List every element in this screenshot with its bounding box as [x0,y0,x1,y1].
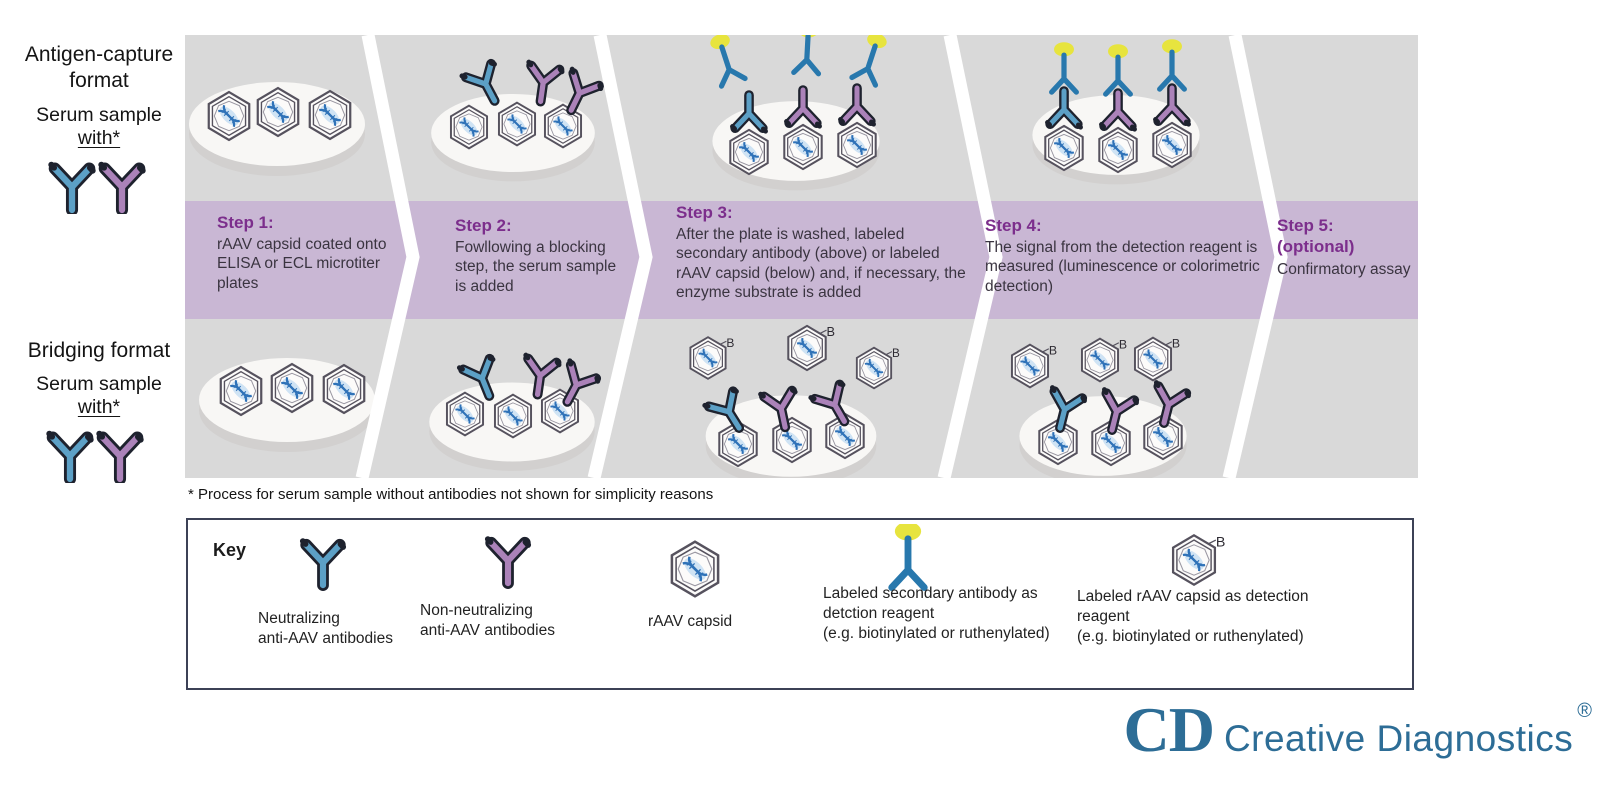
raav-capsid-icon [493,393,533,439]
chevron-separator [355,35,420,478]
antigen-step1-illustration [189,82,365,176]
bridging-format-title: Bridging format [27,339,171,362]
key-label-labeled-capsid: Labeled rAAV capsid as detection reagent… [1077,588,1309,645]
neutralizing-antibody-icon [51,164,92,209]
footnote: * Process for serum sample without antib… [188,486,714,503]
step-3-body: After the plate is washed, labeled secon… [676,226,966,301]
logo-name: Creative Diagnostics [1223,718,1574,759]
chevron-separator [1222,35,1288,478]
key-label-neutralizing: Neutralizing anti-AAV antibodies [258,610,393,647]
raav-capsid-icon [445,391,485,437]
chevron-separator [587,35,653,478]
step-2-text: Step 2: Fowllowing a blocking step, the … [455,215,631,296]
raav-capsid-icon [729,128,769,176]
bridging-serum-sample-label: Serum sample [36,373,162,396]
step-1-text: Step 1: rAAV capsid coated onto ELISA or… [217,212,409,293]
key-label-detection-antibody: Labeled secondary antibody as detction r… [823,585,1050,642]
bridging-with-asterisk-label: with* [77,396,121,419]
bridging-step1-illustration [199,358,375,452]
neutralizing-antibody-icon [293,531,353,597]
step-4-text: Step 4: The signal from the detection re… [985,215,1285,296]
chevron-separator [937,35,1003,478]
neutralizing-antibody-icon [49,434,90,479]
steps-band-background [185,201,1418,319]
antigen-format-title: Antigen-capture format [24,43,174,93]
step-3-heading: Step 3: [676,203,733,222]
raav-capsid-icon [219,365,263,417]
raav-capsid-icon [772,416,812,464]
raav-capsid-icon [1044,124,1084,172]
step-4-body: The signal from the detection reagent is… [985,239,1260,295]
process-band [185,35,1418,478]
chevron-separators [355,35,1288,478]
key-label-non-neutralizing: Non-neutralizing anti-AAV antibodies [420,602,555,639]
step-5-text: Step 5: (optional) Confirmatory assay [1277,215,1412,279]
step-5-subheading: (optional) [1277,237,1355,257]
step-4-heading: Step 4: [985,216,1042,235]
raav-capsid-icon [497,101,537,147]
labeled-capsid-icon [1162,522,1234,594]
non-neutralizing-antibody-icon [478,529,538,595]
logo-monogram: CD [1123,694,1215,765]
antigen-serum-antibody-pair [33,152,163,214]
antigen-format-block: Antigen-capture format Serum sample with… [3,42,195,214]
raav-capsid-icon [322,363,366,415]
step-5-body: Confirmatory assay [1277,260,1411,278]
step-1-heading: Step 1: [217,213,274,232]
non-neutralizing-antibody-icon [101,164,142,209]
antigen-serum-sample-label: Serum sample [36,103,162,126]
step-3-text: Step 3: After the plate is washed, label… [676,202,970,302]
raav-capsid-icon [670,540,720,598]
creative-diagnostics-logo: CD Creative Diagnostics ® [1100,694,1593,783]
raav-capsid-icon [837,121,877,169]
raav-capsid-icon [1098,126,1138,174]
step-2-body: Fowllowing a blocking step, the serum sa… [455,239,617,295]
non-neutralizing-antibody-icon [99,434,140,479]
raav-capsid-icon [449,104,489,150]
raav-capsid-icon [207,90,251,142]
bridging-format-block: Bridging format Serum sample with* [3,338,195,483]
step-5-heading: Step 5: [1277,216,1334,235]
step-1-body: rAAV capsid coated onto ELISA or ECL mic… [217,236,387,292]
raav-capsid-icon [783,123,823,171]
raav-capsid-icon [308,89,352,141]
raav-capsid-icon [1152,121,1192,169]
registered-trademark-icon: ® [1577,700,1592,722]
key-title: Key [213,540,247,560]
bridging-serum-antibody-pair [31,421,161,483]
raav-capsid-icon [256,86,300,138]
step-2-heading: Step 2: [455,216,512,235]
key-label-raav-capsid: rAAV capsid [648,613,733,630]
antigen-with-asterisk-label: with* [77,126,121,149]
raav-capsid-icon [270,362,314,414]
